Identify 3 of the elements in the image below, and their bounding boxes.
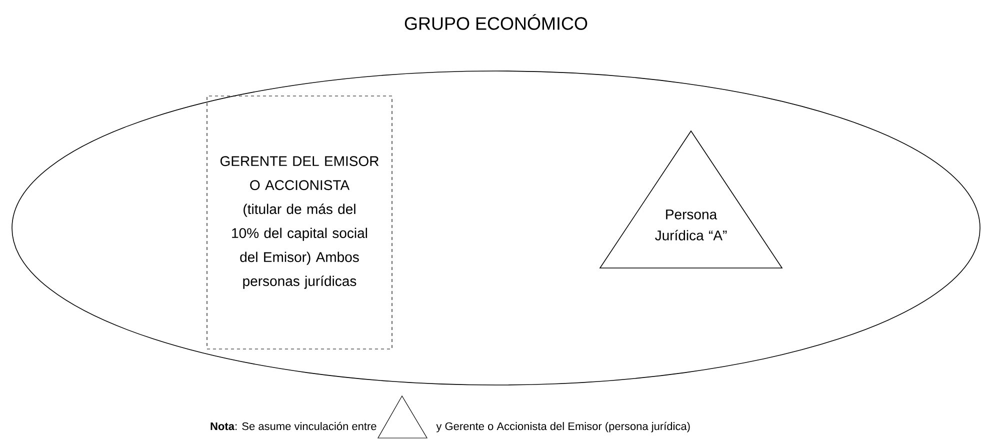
group-ellipse [12, 70, 980, 386]
text-box: GERENTE DEL EMISOR O ACCIONISTA (titular de más del 10% del capital social del Emisor) Ambos personas jurídicas [206, 96, 392, 350]
group-heading: GRUPO ECONÓMICO [404, 14, 588, 30]
